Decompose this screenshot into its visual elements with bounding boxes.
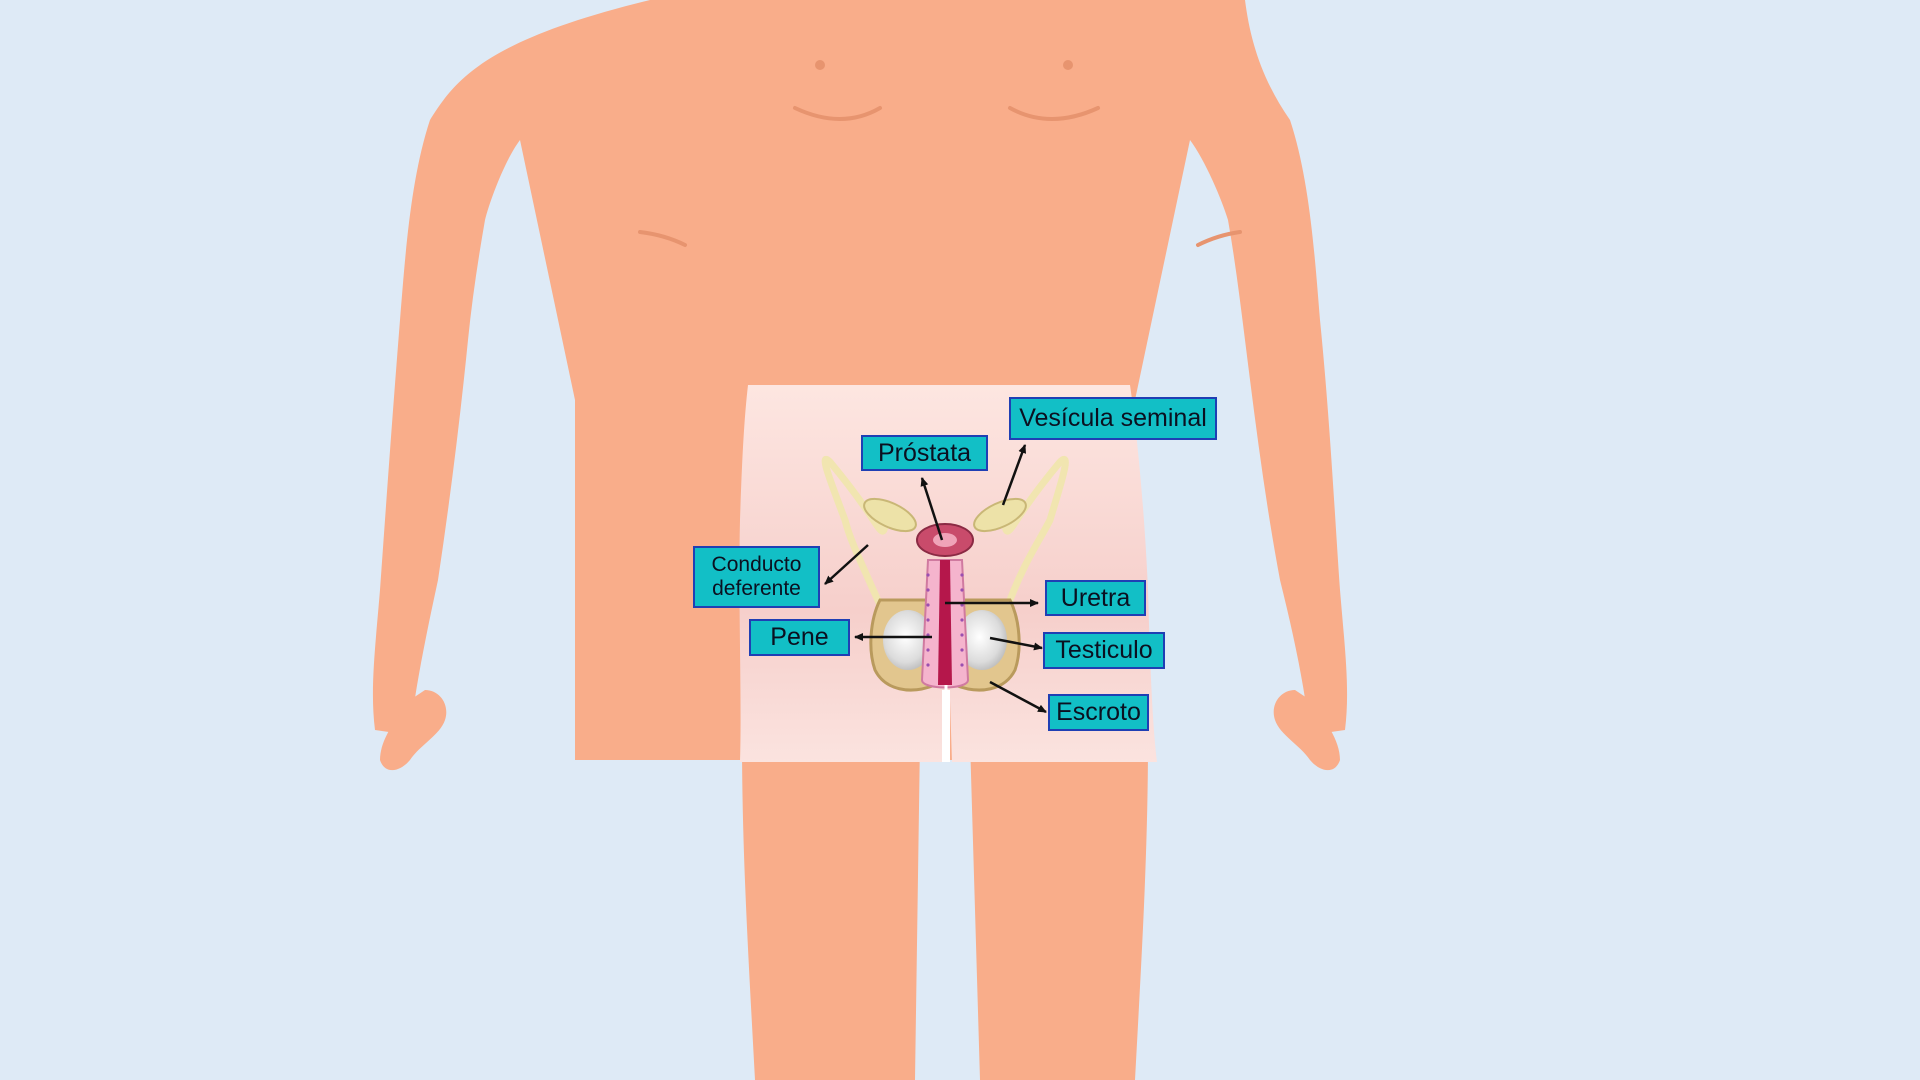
vas-deferens-left [821, 456, 889, 609]
right-elbow-line [1196, 230, 1242, 247]
testis-left [883, 610, 933, 670]
right-leg [970, 740, 1148, 1080]
arrow-conducto [824, 544, 869, 585]
arrow-testiculo [989, 636, 1043, 651]
label-conducto-line1: Conducto [711, 552, 802, 576]
label-escroto: Escroto [1048, 694, 1149, 731]
left-leg [742, 740, 920, 1080]
label-conducto-line2: deferente [712, 577, 801, 600]
seminal-vesicle-left [863, 497, 917, 533]
arrow-vesicula [1001, 444, 1027, 506]
label-uretra: Uretra [1045, 580, 1146, 616]
arrow-escroto [989, 680, 1047, 714]
left-nipple [815, 60, 825, 70]
urethra [938, 560, 952, 685]
testis-right [957, 610, 1007, 670]
label-testiculo: Testiculo [1043, 632, 1165, 669]
left-hand [380, 690, 447, 771]
arrow-prostata [920, 477, 944, 541]
prostate-inner [933, 533, 957, 547]
label-prostata: Próstata [861, 435, 988, 471]
left-pec-line [793, 106, 882, 121]
right-pec-line [1008, 106, 1100, 121]
seminal-vesicle-right [973, 497, 1027, 533]
label-pene: Pene [749, 619, 850, 656]
pointer-arrows [824, 444, 1047, 714]
vas-deferens-right [1001, 456, 1069, 609]
label-conducto-deferente: Conducto deferente [693, 546, 820, 608]
left-elbow-line [638, 230, 687, 247]
label-vesicula-seminal: Vesícula seminal [1009, 397, 1217, 440]
right-nipple [1063, 60, 1073, 70]
right-hand [1273, 690, 1340, 771]
